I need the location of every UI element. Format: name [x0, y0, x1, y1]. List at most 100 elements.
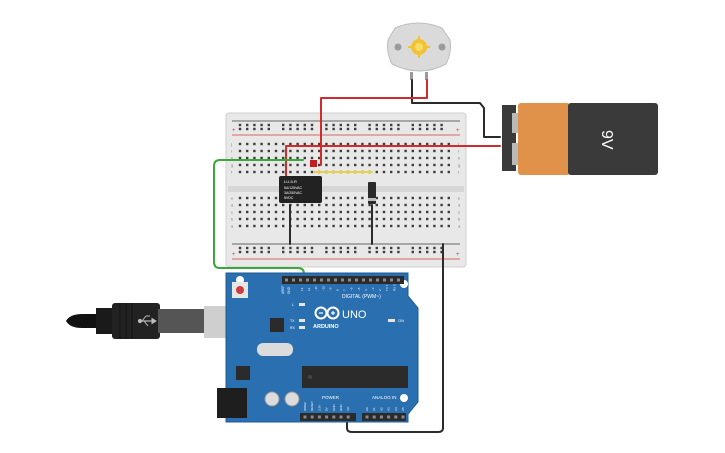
breadboard-hole	[253, 210, 256, 214]
breadboard-hole	[375, 156, 378, 160]
dc-motor[interactable]	[387, 22, 451, 80]
breadboard-hole	[390, 246, 393, 250]
breadboard-hole	[440, 217, 443, 221]
row-letter: d	[231, 203, 233, 208]
row-letter: a	[231, 224, 234, 229]
breadboard-hole	[260, 246, 263, 250]
breadboard-hole	[411, 127, 414, 131]
breadboard-hole	[418, 170, 422, 174]
breadboard-hole	[440, 127, 443, 131]
breadboard-hole	[346, 149, 350, 153]
capacitor	[264, 391, 280, 407]
power-jack	[217, 388, 247, 418]
breadboard-hole	[354, 224, 357, 228]
breadboard-hole	[303, 246, 306, 250]
rail-plus-marker: +	[456, 128, 460, 134]
breadboard-hole	[267, 149, 270, 153]
breadboard-hole	[368, 203, 371, 207]
breadboard-hole	[440, 123, 443, 127]
breadboard-hole	[289, 123, 292, 127]
breadboard-hole	[354, 142, 357, 146]
usb-plug	[112, 303, 160, 339]
breadboard-hole	[238, 250, 242, 254]
led-rx-label: RX	[290, 326, 296, 330]
breadboard-hole	[375, 210, 378, 214]
breadboard-hole	[390, 123, 393, 127]
breadboard-hole	[325, 163, 328, 167]
breadboard-hole	[426, 203, 429, 207]
breadboard-hole	[246, 170, 249, 174]
power-pin-label: Vin	[346, 406, 350, 411]
header-pin	[334, 278, 337, 282]
breadboard-hole	[382, 250, 386, 254]
digital-pin-label: ~11	[314, 286, 318, 291]
relay-label-2: 5A/125VAC	[284, 186, 303, 190]
breadboard-hole	[260, 210, 263, 214]
battery-9v[interactable]: 9V	[502, 103, 658, 175]
relay-label-4: 5VDC	[284, 196, 294, 200]
header-pin	[292, 278, 295, 282]
row-letter: j	[457, 142, 459, 147]
battery-terminal-positive	[512, 143, 520, 165]
breadboard-hole	[282, 123, 285, 127]
breadboard-hole	[267, 196, 270, 200]
breadboard-hole	[325, 156, 328, 160]
digital-pin-label: ~9	[328, 287, 332, 291]
breadboard-hole	[296, 210, 299, 214]
battery-cap	[518, 103, 570, 175]
breadboard-hole	[390, 203, 393, 207]
breadboard-hole	[397, 156, 400, 160]
breadboard-hole	[418, 250, 422, 254]
led-tx	[299, 319, 305, 322]
breadboard-center-channel	[228, 186, 464, 192]
breadboard-hole	[368, 250, 371, 254]
breadboard-hole	[238, 224, 242, 228]
power-pin-label: RESET	[310, 401, 314, 411]
breadboard-hole	[246, 149, 249, 153]
breadboard-hole	[397, 246, 400, 250]
breadboard-hole	[267, 142, 270, 146]
relay[interactable]: LU-5-R 5A/125VAC 3A/250VAC 5VDC	[279, 176, 322, 203]
breadboard-hole	[296, 149, 299, 153]
breadboard-hole	[447, 210, 450, 214]
breadboard-hole	[274, 210, 278, 214]
power-pin-label: 3.3V	[317, 405, 321, 411]
breadboard-hole	[339, 123, 342, 127]
breadboard-hole	[274, 142, 278, 146]
breadboard-hole	[418, 210, 422, 214]
breadboard-hole	[289, 149, 292, 153]
breadboard-hole	[267, 203, 270, 207]
breadboard-hole	[267, 224, 270, 228]
breadboard-hole	[246, 203, 249, 207]
breadboard-hole	[361, 163, 364, 167]
breadboard-hole	[246, 163, 249, 167]
breadboard-hole	[282, 224, 285, 228]
reset-button-cap[interactable]	[236, 286, 244, 294]
breadboard-hole	[440, 250, 443, 254]
breadboard-hole	[267, 163, 270, 167]
breadboard-hole	[332, 217, 335, 221]
breadboard-hole	[318, 224, 321, 228]
breadboard-hole	[397, 196, 400, 200]
digital-header-label: DIGITAL (PWM~)	[342, 294, 381, 300]
breadboard-hole	[382, 149, 386, 153]
regulator	[236, 366, 250, 380]
breadboard-hole	[418, 142, 422, 146]
header-pin	[325, 415, 329, 419]
breadboard-hole	[447, 149, 450, 153]
wire-red-battery-relay	[285, 145, 501, 177]
row-letter: f	[231, 170, 233, 175]
breadboard-hole	[339, 224, 342, 228]
breadboard-hole	[260, 203, 263, 207]
breadboard-hole	[375, 246, 378, 250]
breadboard-hole	[368, 156, 371, 160]
breadboard-hole	[346, 127, 350, 131]
breadboard-hole	[325, 210, 328, 214]
breadboard-hole	[303, 210, 306, 214]
breadboard-hole	[289, 127, 292, 131]
wires	[213, 79, 501, 433]
breadboard-hole	[346, 196, 350, 200]
breadboard-hole	[447, 142, 450, 146]
